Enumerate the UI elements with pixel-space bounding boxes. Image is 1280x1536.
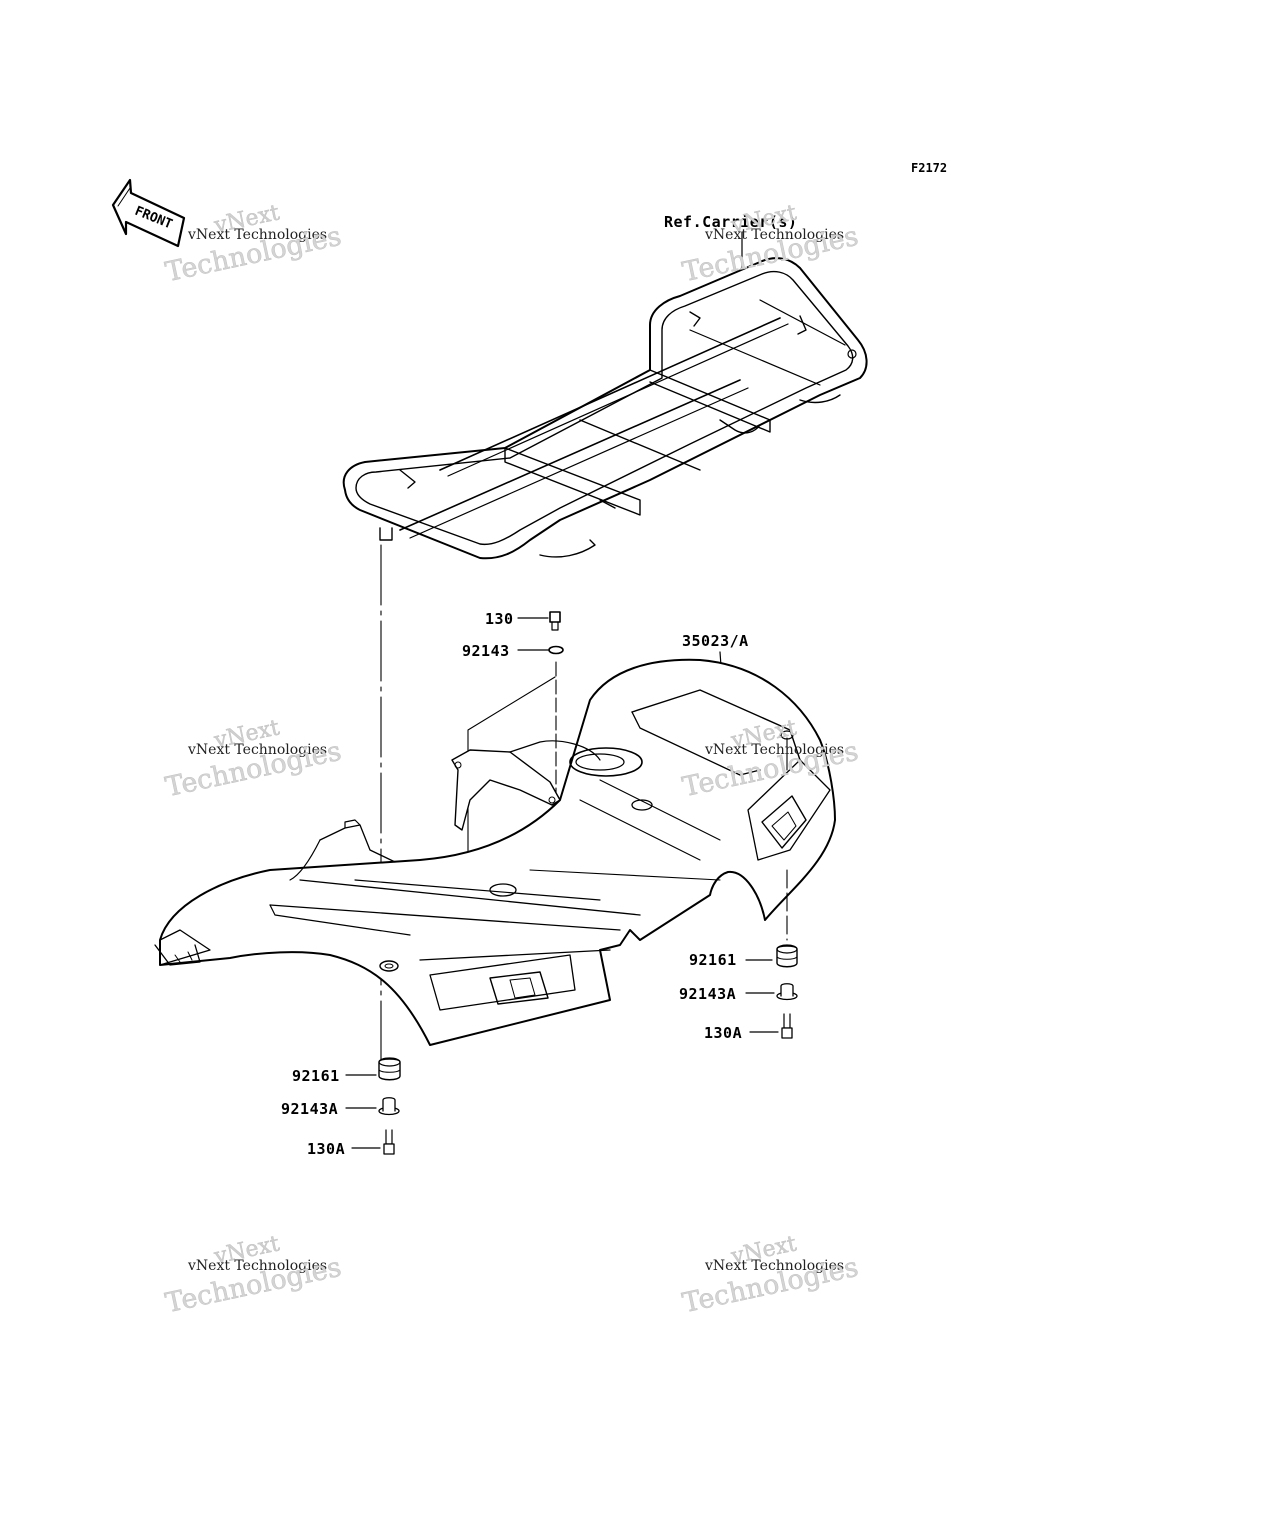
grommet-92161-right-icon <box>745 944 798 968</box>
carrier-rack <box>342 231 868 560</box>
grommet-92161-left-icon <box>345 1057 401 1081</box>
front-arrow-icon: FRONT <box>111 178 186 248</box>
part-label-92143a-right: 92143A <box>679 985 737 1003</box>
part-label-130: 130 <box>485 610 514 628</box>
reference-label: Ref.Carrier(s) <box>664 213 798 231</box>
figure-code: F2172 <box>911 161 948 175</box>
rear-fender <box>154 651 836 1046</box>
part-label-130a-left: 130A <box>307 1140 346 1158</box>
part-label-92143: 92143 <box>462 642 510 660</box>
bolt-130A-left-icon <box>351 1129 395 1155</box>
collar-92143A-left-icon <box>345 1097 400 1116</box>
collar-92143A-right-icon <box>745 983 798 1001</box>
part-label-35023a: 35023/A <box>682 632 749 650</box>
part-label-92161-left: 92161 <box>292 1067 340 1085</box>
part-label-92143a-left: 92143A <box>281 1100 339 1118</box>
washer-92143-icon <box>517 645 564 655</box>
bolt-130-icon <box>517 611 561 631</box>
part-label-92161-right: 92161 <box>689 951 737 969</box>
part-label-130a-right: 130A <box>704 1024 743 1042</box>
bolt-130A-right-icon <box>749 1013 793 1039</box>
